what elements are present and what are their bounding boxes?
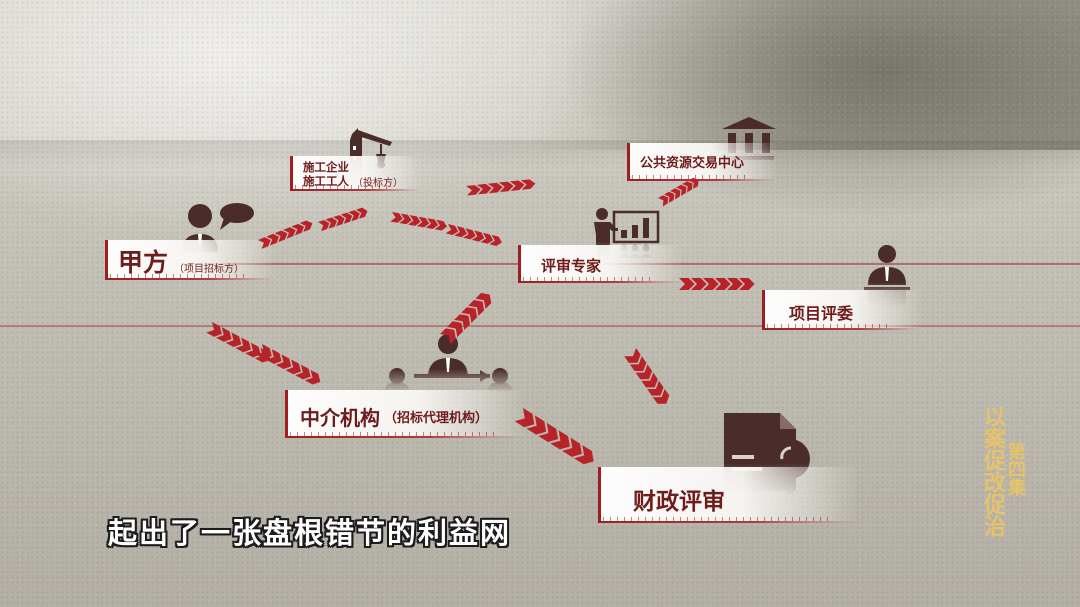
arrow-right-top <box>466 178 536 196</box>
ruler-ticks <box>110 274 245 278</box>
node-construction-note: （投标方） <box>353 178 403 189</box>
node-agency-label: 中介机构 <box>300 406 380 430</box>
arrow-client-to-agency-b <box>256 344 324 388</box>
arrow-client-to-construction <box>258 218 315 249</box>
node-experts-label: 评审专家 <box>541 257 602 275</box>
ruler-ticks <box>290 432 495 436</box>
node-public-resource-card[interactable]: 公共资源交易中心 <box>627 143 777 181</box>
node-finance-label: 财政评审 <box>633 488 725 515</box>
arrow-client-to-agency-a <box>206 322 274 366</box>
node-agency-card[interactable]: 中介机构 （招标代理机构） <box>285 390 525 438</box>
node-construction-label-1: 施工企业 <box>303 160 349 174</box>
episode-watermark: 第四集 <box>1005 442 1026 496</box>
arrow-mid-b <box>390 212 448 232</box>
ruler-ticks <box>295 185 390 189</box>
node-construction-card[interactable]: 施工企业 施工工人 （投标方） <box>290 156 420 191</box>
node-client-label: 甲方 <box>118 248 169 277</box>
arrow-agency-to-experts <box>440 289 495 345</box>
node-public-resource-label: 公共资源交易中心 <box>640 156 745 171</box>
node-committee-card[interactable]: 项目评委 <box>762 290 922 330</box>
node-client-card[interactable]: 甲方 （项目招标方） <box>105 240 275 280</box>
node-client-note: （项目招标方） <box>174 264 244 275</box>
arrow-mid-c <box>445 224 504 248</box>
guide-line-lower <box>0 325 1080 327</box>
arrow-mid-a <box>318 206 369 232</box>
node-finance-card[interactable]: 财政评审 <box>598 467 858 523</box>
node-agency-note: （招标代理机构） <box>384 411 489 426</box>
arrow-agency-to-finance <box>514 408 598 468</box>
node-committee-label: 项目评委 <box>789 304 854 323</box>
ruler-ticks <box>632 175 747 179</box>
meeting-table-icon <box>384 334 520 392</box>
arrow-public-to-experts <box>658 175 701 207</box>
ruler-ticks <box>603 517 828 521</box>
node-experts-card[interactable]: 评审专家 <box>518 245 683 283</box>
subtitle-caption: 起出了一张盘根错节的利益网 <box>108 516 512 550</box>
floor-edge-shadow <box>0 140 1080 170</box>
ruler-ticks <box>523 277 653 281</box>
node-construction-label-2: 施工工人 <box>303 174 349 188</box>
series-title-watermark: 以案促改促治 <box>980 405 1005 537</box>
ruler-ticks <box>767 324 892 328</box>
arrow-experts-to-finance <box>624 348 673 408</box>
arrow-experts-to-committee <box>679 278 755 290</box>
light-shadow-overlay <box>0 0 1080 150</box>
